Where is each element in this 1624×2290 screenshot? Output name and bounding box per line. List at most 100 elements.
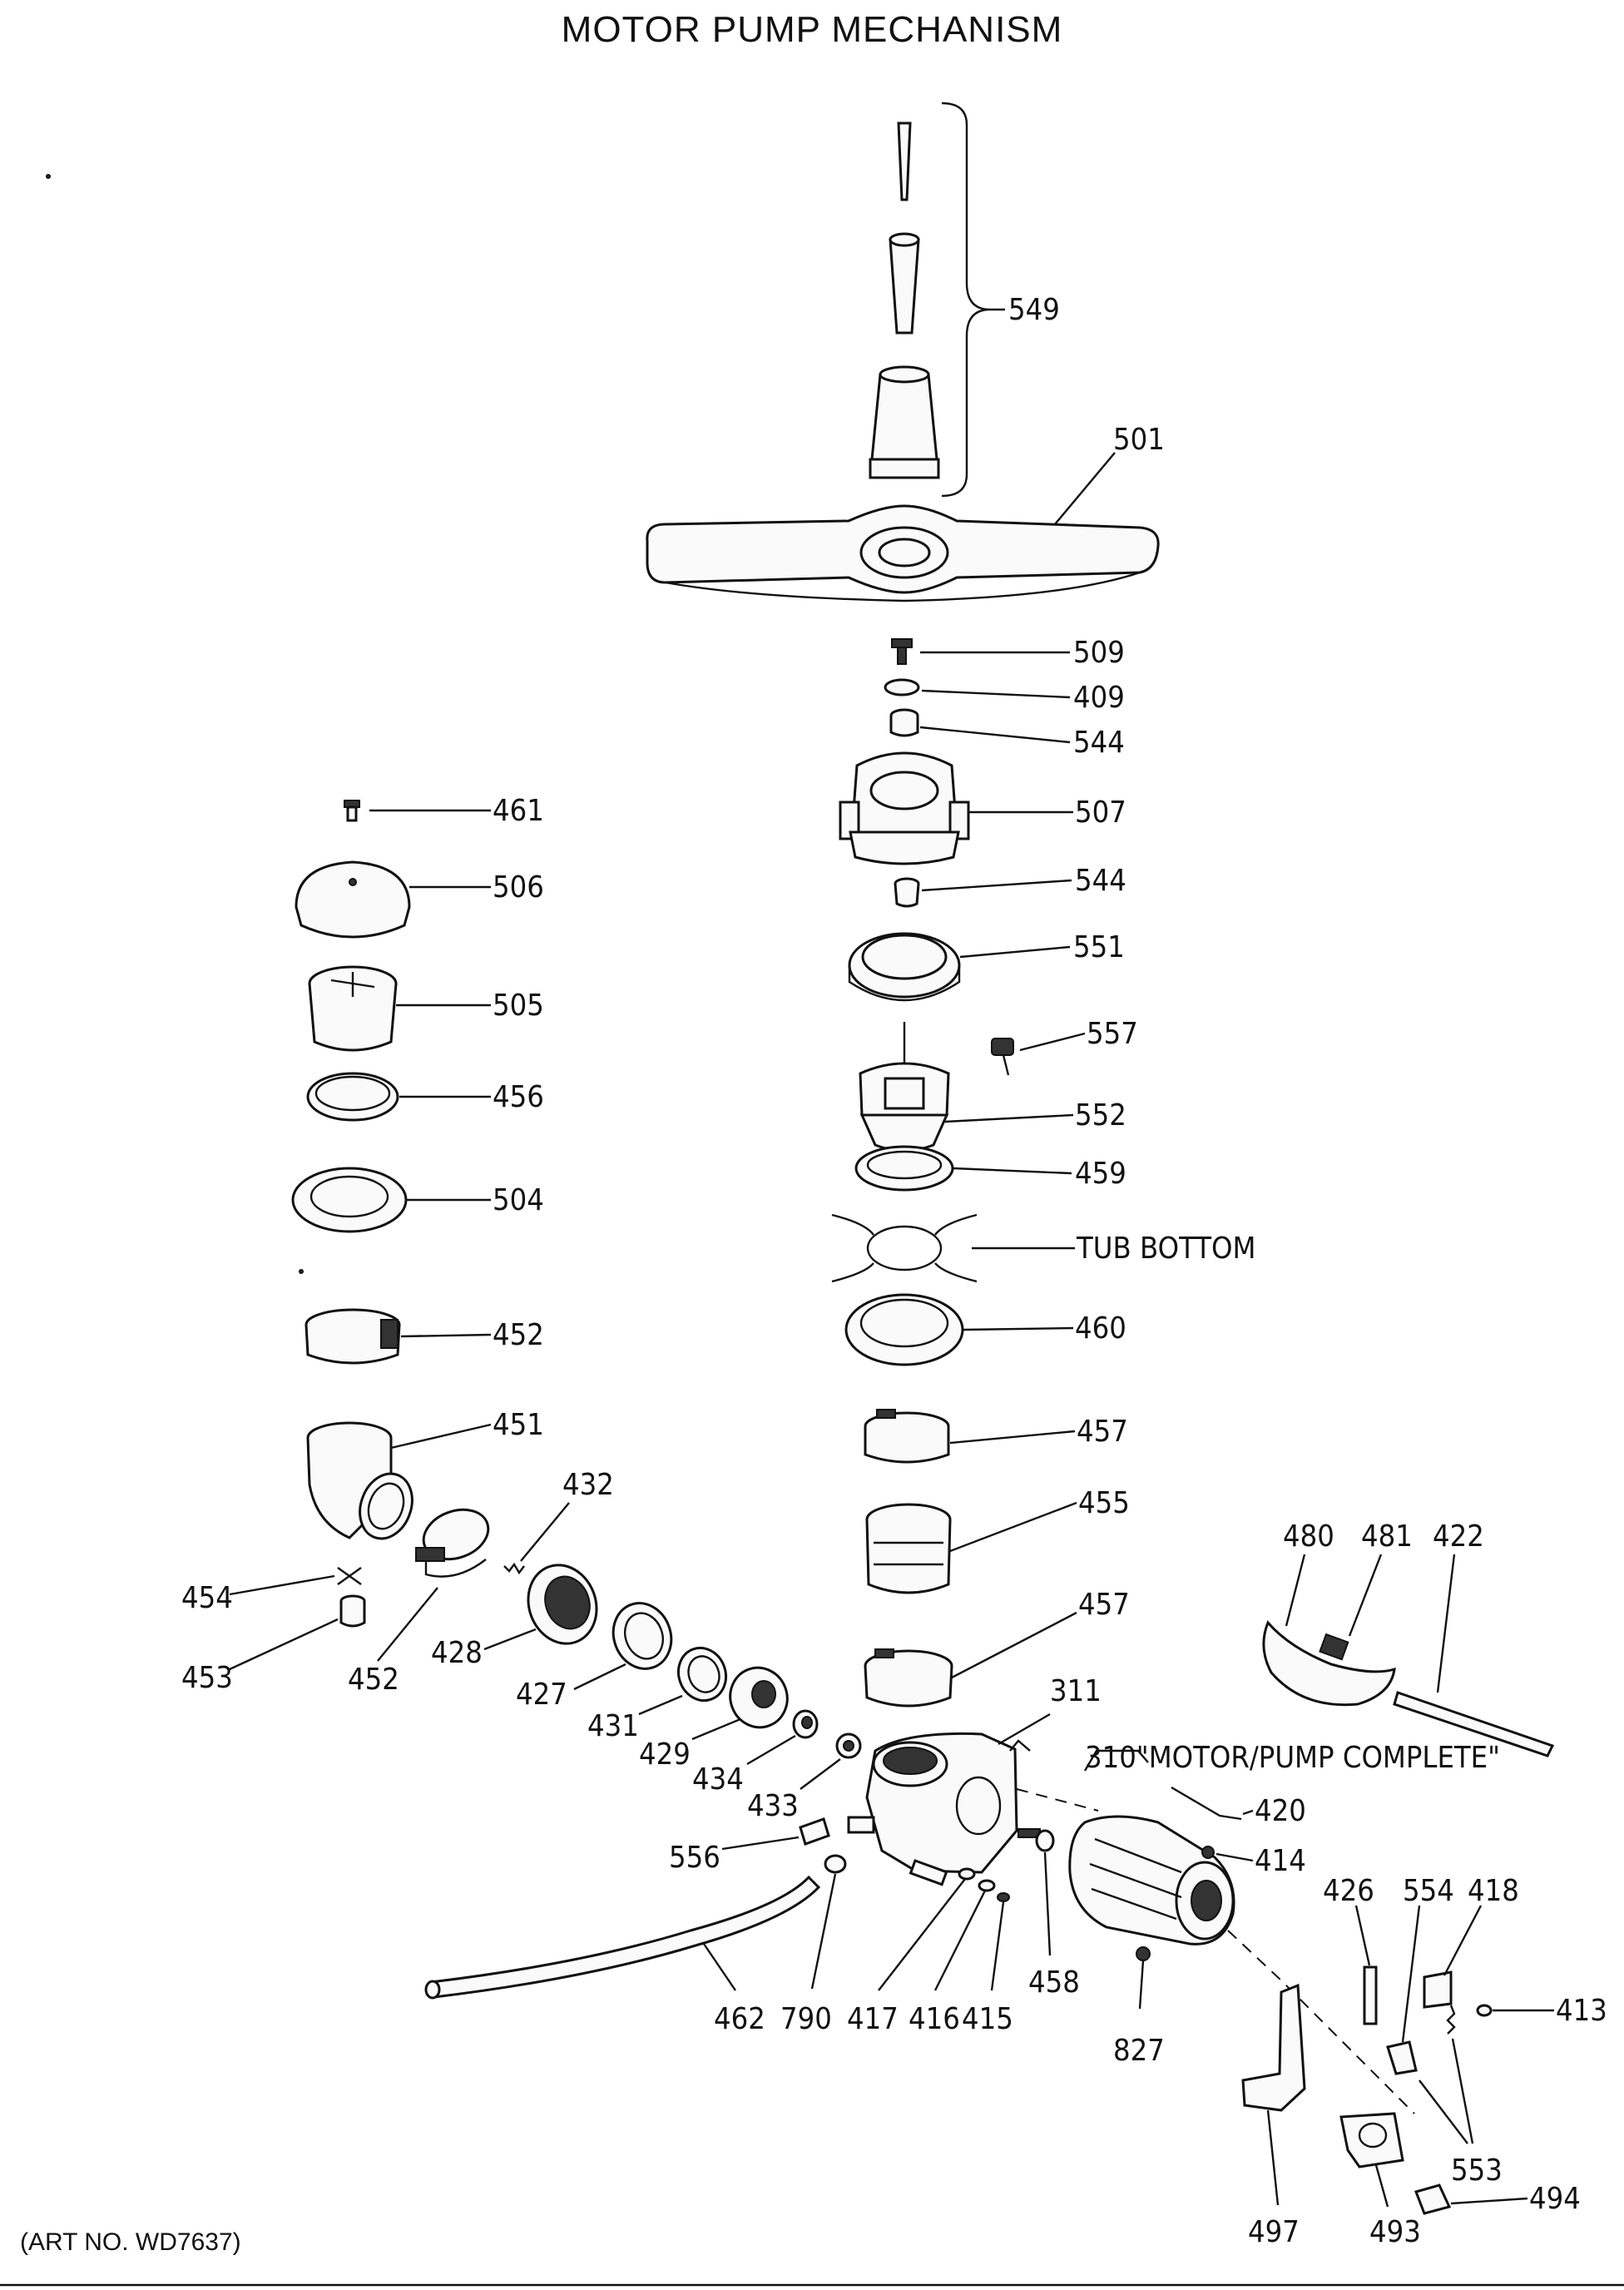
callout-311: 311	[1050, 1674, 1102, 1708]
callout-480: 480	[1283, 1519, 1334, 1554]
callout-557: 557	[1087, 1017, 1138, 1051]
part-507-manifold	[839, 751, 970, 865]
leader-409	[921, 689, 1071, 699]
callout-420: 420	[1255, 1794, 1306, 1828]
part-431-ring	[677, 1646, 727, 1703]
callout-428: 428	[431, 1636, 483, 1670]
leader-553a	[1419, 2079, 1468, 2144]
part-509-screw	[891, 638, 913, 665]
part-501-spray-arm	[646, 504, 1160, 602]
leader-556	[721, 1836, 800, 1851]
part-454-clip	[337, 1567, 362, 1585]
leader-434	[746, 1734, 796, 1766]
part-427-ring	[611, 1602, 673, 1670]
leader-416	[933, 1890, 987, 1991]
leader-420	[1242, 1809, 1254, 1816]
part-457-clamp-upper	[864, 1409, 950, 1464]
leader-457a	[949, 1430, 1076, 1445]
callout-504: 504	[493, 1183, 544, 1217]
callout-416: 416	[909, 2002, 960, 2036]
callout-433: 433	[747, 1789, 799, 1823]
callout-418: 418	[1468, 1874, 1519, 1908]
part-552-impeller-housing	[859, 1022, 950, 1152]
leader-422	[1436, 1554, 1456, 1693]
leader-554	[1401, 1905, 1421, 2043]
part-481-clip	[1319, 1633, 1349, 1661]
part-827-screw	[1136, 1946, 1151, 1961]
part-415-nut	[997, 1892, 1010, 1902]
callout-310: 310"MOTOR/PUMP COMPLETE"	[1085, 1741, 1500, 1775]
leader-551	[959, 945, 1071, 959]
callout-452b: 452	[348, 1663, 399, 1697]
bracket-549	[941, 102, 991, 498]
diagram-title: MOTOR PUMP MECHANISM	[562, 9, 1063, 50]
part-497-bracket	[1241, 1983, 1306, 2112]
assembly-dash-line	[1016, 1788, 1415, 2114]
leader-557	[1019, 1032, 1086, 1052]
part-420-wire	[1171, 1786, 1242, 1821]
leader-454	[229, 1574, 335, 1596]
callout-455: 455	[1078, 1486, 1130, 1520]
part-433-bearing	[835, 1732, 862, 1759]
callout-453: 453	[181, 1661, 233, 1695]
callout-460: 460	[1075, 1311, 1126, 1346]
part-457-clamp-lower	[864, 1648, 953, 1708]
callout-459: 459	[1075, 1157, 1126, 1191]
bracket-310	[1009, 1739, 1149, 1772]
callout-551: 551	[1073, 930, 1125, 964]
callout-422: 422	[1433, 1519, 1484, 1554]
leader-457b	[951, 1611, 1077, 1679]
part-544-bushing-upper	[889, 708, 919, 737]
callout-415: 415	[962, 2002, 1013, 2036]
part-493-bracket	[1339, 2112, 1404, 2169]
callout-481: 481	[1361, 1519, 1413, 1554]
leader-544b	[921, 879, 1072, 892]
leader-455	[949, 1501, 1077, 1553]
leader-501	[1054, 452, 1116, 525]
callout-427: 427	[516, 1678, 567, 1712]
part-417-washer	[958, 1867, 976, 1881]
callout-414: 414	[1255, 1844, 1306, 1878]
part-790-clamp	[824, 1854, 847, 1874]
leader-431	[638, 1694, 683, 1716]
part-456-ring	[306, 1072, 399, 1122]
leader-553b	[1451, 2038, 1474, 2144]
art-number: (ART NO. WD7637)	[20, 2228, 241, 2256]
callout-431: 431	[587, 1709, 639, 1743]
callout-461: 461	[493, 794, 544, 828]
callout-457b: 457	[1078, 1588, 1130, 1622]
part-452-clamp-lower	[415, 1508, 490, 1578]
part-506-cover	[295, 860, 411, 939]
stray-dot	[299, 1269, 304, 1274]
callout-544b: 544	[1075, 864, 1126, 898]
callout-417: 417	[847, 2002, 899, 2036]
part-motor	[1068, 1815, 1235, 1946]
callout-434: 434	[692, 1762, 744, 1797]
part-459-ring	[854, 1145, 954, 1192]
callout-458: 458	[1028, 1965, 1080, 2000]
leader-428	[483, 1628, 537, 1651]
part-409-washer	[884, 678, 920, 696]
leader-480	[1285, 1554, 1306, 1627]
callout-429: 429	[639, 1737, 691, 1772]
part-505-filter	[308, 965, 398, 1052]
leader-426	[1354, 1905, 1371, 1966]
leader-414	[1216, 1852, 1254, 1862]
callout-827: 827	[1113, 2034, 1165, 2068]
leader-452a	[400, 1333, 492, 1338]
leader-459	[953, 1167, 1072, 1175]
leader-493	[1374, 2164, 1389, 2208]
callout-457a: 457	[1077, 1415, 1128, 1449]
part-462-drain-hose	[424, 1875, 821, 2000]
part-458-seal	[1017, 1828, 1055, 1852]
part-416-washer	[978, 1879, 996, 1892]
callout-462: 462	[714, 2002, 765, 2036]
leader-433	[800, 1758, 841, 1790]
leader-311	[998, 1713, 1051, 1746]
leader-481	[1348, 1554, 1383, 1637]
leader-427	[573, 1663, 626, 1691]
part-311-pump-housing	[847, 1732, 1018, 1886]
callout-509: 509	[1073, 636, 1125, 670]
part-429-impeller	[729, 1666, 789, 1729]
part-434-nut	[792, 1709, 819, 1739]
